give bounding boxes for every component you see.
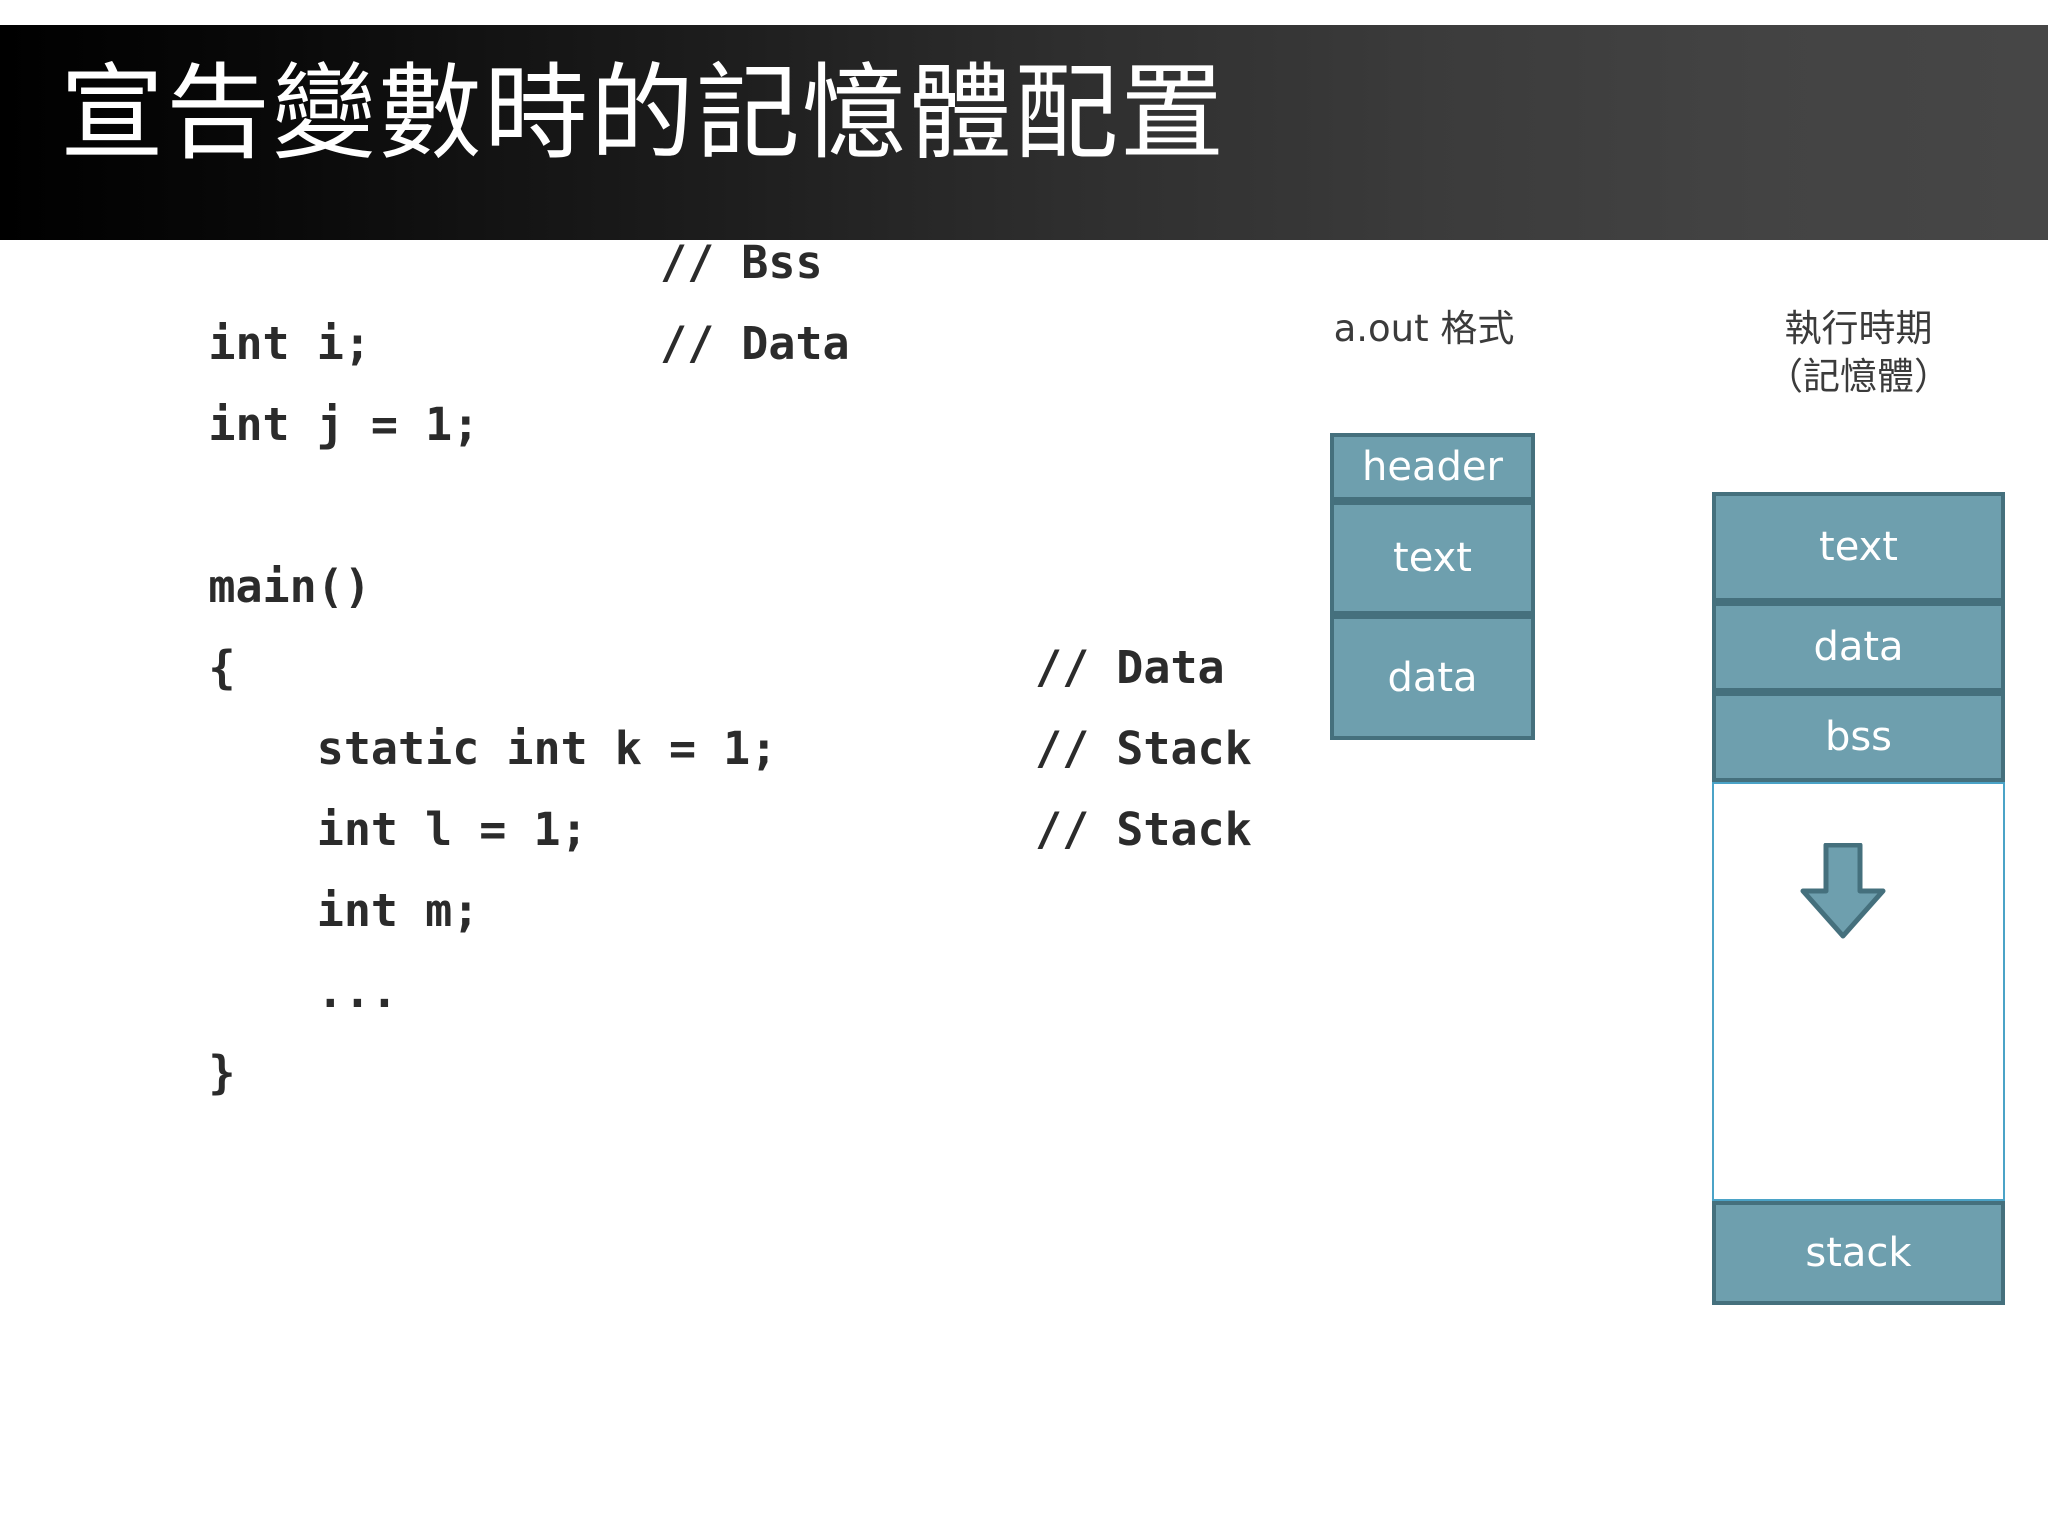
code-line-text: int m; (208, 884, 480, 937)
code-line-comment: // Data (1035, 641, 1225, 694)
code-line: int l = 1; // Stack (100, 708, 1280, 856)
code-line-comment: // Stack (1035, 722, 1252, 775)
code-block: int i; // Bss int j = 1; // Data main() … (100, 222, 1280, 1099)
code-line: } (100, 951, 1280, 1099)
memory-segment-text-label: text (1819, 524, 1898, 570)
code-line: { (100, 546, 1280, 694)
code-line-text: ... (208, 965, 399, 1018)
code-line-blank (100, 384, 1280, 465)
code-line-text: { (208, 641, 236, 694)
memory-segment-bss-label: bss (1824, 714, 1893, 760)
aout-diagram-caption: a.out 格式 (1333, 307, 1515, 350)
aout-segment-text: text (1330, 501, 1535, 615)
memory-caption-line1: 執行時期 (1784, 307, 1933, 350)
aout-segment-header-label: header (1362, 444, 1503, 490)
memory-segment-bss: bss (1712, 692, 2005, 782)
memory-segment-text: text (1712, 492, 2005, 602)
page-title: 宣告變數時的記憶體配置 (60, 52, 1227, 174)
code-line-comment: // Data (660, 317, 850, 370)
aout-segment-text-label: text (1393, 535, 1472, 581)
aout-segment-header: header (1330, 433, 1535, 501)
memory-caption-line2: （記憶體） (1766, 355, 1951, 398)
memory-segment-stack: stack (1712, 1201, 2005, 1305)
code-line-text: static int k = 1; (208, 722, 778, 775)
code-line-text: int j = 1; (208, 398, 480, 451)
code-line: int j = 1; // Data (100, 303, 1280, 451)
down-arrow-icon (1800, 843, 1886, 939)
aout-segment-data: data (1330, 615, 1535, 740)
code-line-comment: // Stack (1035, 803, 1252, 856)
memory-segment-stack-label: stack (1805, 1230, 1912, 1276)
code-line: ... (100, 870, 1280, 1018)
code-line-text: } (208, 1046, 236, 1099)
memory-diagram-caption: 執行時期 （記憶體） (1712, 305, 2005, 401)
aout-segment-data-label: data (1387, 654, 1478, 701)
code-line: main() (100, 465, 1280, 613)
code-line-text: int l = 1; (208, 803, 588, 856)
title-bar (0, 25, 2048, 240)
code-line-text: int i; (208, 317, 371, 370)
code-line: int i; // Bss (100, 222, 1280, 370)
code-line: static int k = 1; // Data (100, 627, 1280, 775)
memory-segment-data: data (1712, 602, 2005, 692)
code-line-comment: // Bss (660, 236, 823, 289)
memory-segment-data-label: data (1813, 624, 1904, 670)
code-line-text: main() (208, 560, 371, 613)
code-line: int m; // Stack (100, 789, 1280, 937)
